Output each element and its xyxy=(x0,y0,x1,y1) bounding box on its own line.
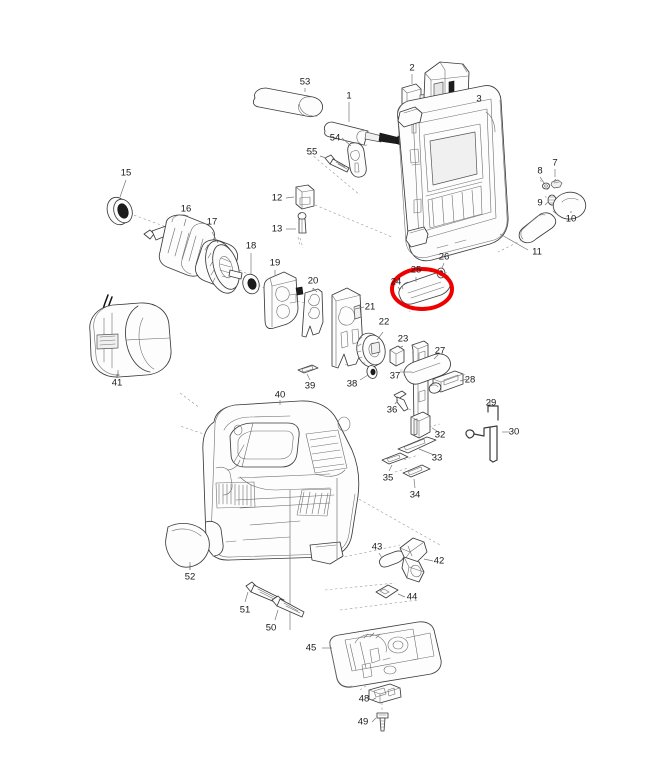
part-49-screw xyxy=(371,712,389,732)
leader-16 xyxy=(183,218,187,227)
part-number-label: 7 xyxy=(552,158,557,169)
part-11-motor-housing xyxy=(397,85,529,262)
part-number-label: 48 xyxy=(359,694,370,705)
part-55-screw xyxy=(319,154,350,173)
part-number-labels: 5312354551516171213879101118192025262421… xyxy=(112,63,577,728)
part-10-lever xyxy=(518,191,587,244)
part-40-tool-body xyxy=(202,400,360,565)
part-number-label: 22 xyxy=(379,317,390,328)
part-number-label: 27 xyxy=(435,346,446,357)
part-32-cap xyxy=(410,411,441,439)
part-number-label: 9 xyxy=(537,198,542,209)
part-number-label: 23 xyxy=(398,334,409,345)
part-13-carbon-brush xyxy=(286,212,307,234)
part-number-label: 34 xyxy=(410,490,421,501)
part-52-cover xyxy=(165,522,210,570)
part-number-label: 17 xyxy=(207,217,218,228)
part-44-plate xyxy=(375,584,406,599)
part-number-label: 44 xyxy=(407,592,418,603)
part-number-label: 51 xyxy=(240,605,251,616)
part-number-label: 41 xyxy=(112,378,123,389)
part-20-plate xyxy=(301,288,324,338)
part-number-label: 25 xyxy=(411,265,422,276)
part-43-pin xyxy=(378,550,405,568)
part-36-pin xyxy=(393,390,409,412)
part-number-label: 54 xyxy=(330,133,341,144)
part-number-label: 26 xyxy=(439,252,450,263)
part-30-spring-rod xyxy=(465,425,510,463)
part-number-label: 52 xyxy=(185,572,196,583)
part-number-label: 43 xyxy=(372,542,383,553)
part-number-label: 1 xyxy=(346,91,351,102)
part-48-clamp xyxy=(368,683,402,704)
part-number-label: 30 xyxy=(509,427,520,438)
part-number-label: 8 xyxy=(537,166,542,177)
part-42-roller-holder xyxy=(399,537,434,583)
part-27-plunger xyxy=(403,340,451,433)
part-number-label: 15 xyxy=(121,168,132,179)
part-37-knob xyxy=(400,371,442,394)
part-number-label: 3 xyxy=(476,94,481,105)
part-number-label: 16 xyxy=(181,204,192,215)
part-7-nut xyxy=(550,169,563,189)
part-number-label: 12 xyxy=(272,193,283,204)
part-number-label: 29 xyxy=(486,398,497,409)
part-number-label: 21 xyxy=(365,302,376,313)
part-54-clip xyxy=(341,137,367,178)
part-34-plate xyxy=(402,464,431,489)
part-number-label: 28 xyxy=(465,375,476,386)
part-50-screw xyxy=(271,595,305,621)
part-number-label: 49 xyxy=(358,717,369,728)
part-41-field-coil xyxy=(89,294,172,378)
part-number-label: 35 xyxy=(383,473,394,484)
red-highlight-ellipse xyxy=(390,267,454,311)
part-number-label: 36 xyxy=(387,405,398,416)
part-number-label: 50 xyxy=(266,623,277,634)
part-number-label: 40 xyxy=(275,390,286,401)
part-number-label: 18 xyxy=(246,241,257,252)
part-number-label: 2 xyxy=(409,63,414,74)
part-number-label: 38 xyxy=(347,379,358,390)
part-12-brush-holder xyxy=(285,184,315,210)
part-19-gear-housing xyxy=(263,270,304,330)
part-15-bearing xyxy=(106,179,133,226)
part-number-label: 20 xyxy=(308,276,319,287)
part-number-label: 45 xyxy=(306,643,317,654)
part-39-plate xyxy=(297,364,319,381)
part-18-bearing xyxy=(242,253,260,295)
part-45-base-plate xyxy=(322,621,442,688)
part-8-washer xyxy=(539,176,550,190)
part-22-gear xyxy=(356,331,386,368)
part-number-label: 11 xyxy=(532,247,542,258)
part-number-label: 39 xyxy=(305,381,316,392)
part-number-label: 33 xyxy=(432,453,443,464)
part-number-label: 10 xyxy=(566,214,577,225)
part-number-label: 32 xyxy=(435,430,446,441)
part-number-label: 55 xyxy=(307,147,318,158)
part-number-label: 42 xyxy=(434,556,445,567)
part-29-wire-hook xyxy=(487,400,499,421)
part-number-label: 19 xyxy=(270,258,281,269)
leader-20 xyxy=(312,287,318,293)
part-number-label: 24 xyxy=(391,277,402,288)
part-17-fan xyxy=(204,231,243,294)
part-53-handle-tube xyxy=(252,87,323,118)
part-number-label: 13 xyxy=(272,224,283,235)
part-38-small-gear xyxy=(359,365,378,381)
part-35-plate xyxy=(381,452,409,472)
part-number-label: 53 xyxy=(300,77,311,88)
part-33-plate xyxy=(397,436,437,456)
part-23-roller xyxy=(389,345,405,367)
part-number-label: 37 xyxy=(390,371,401,382)
